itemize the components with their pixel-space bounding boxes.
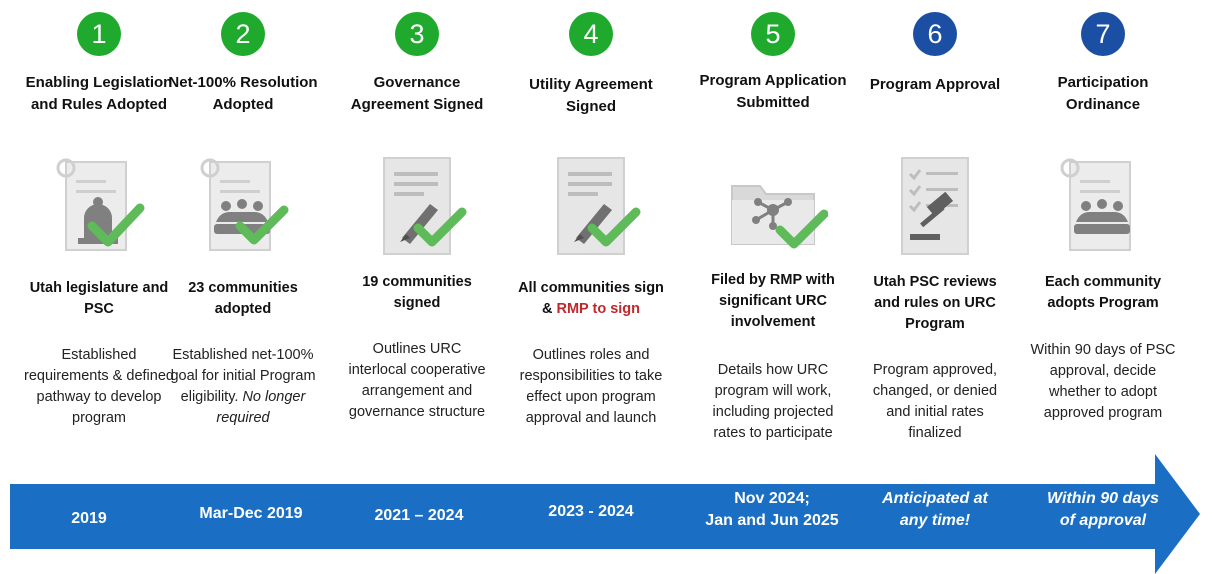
step-1-description: Established requirements & defined pathw… [24, 347, 174, 426]
step-1-title: Enabling Legislation and Rules Adopted [25, 74, 173, 113]
document-pen-check-icon [536, 150, 646, 260]
step-5-date: Nov 2024; Jan and Jun 2025 [682, 488, 862, 532]
step-2-title: Net-100% Resolution Adopted [168, 74, 318, 113]
step-6-summary: Utah PSC reviews and rules on URC Progra… [873, 274, 997, 332]
step-1-summary: Utah legislature and PSC [29, 280, 169, 317]
timeline-arrow-shape [10, 454, 1200, 574]
step-7-summary: Each community adopts Program [1044, 274, 1162, 311]
step-4-summary-highlight: RMP to sign [556, 301, 641, 317]
step-5-date-line1: Nov 2024; [734, 490, 810, 507]
step-4-description: Outlines roles and responsibilities to t… [519, 347, 663, 426]
step-7-date-line2: of approval [1059, 512, 1147, 529]
step-6: 6 Program Approval Utah PSC reviews and … [860, 0, 1010, 480]
step-7-number-badge: 7 [1081, 12, 1125, 56]
step-6-date-line2: any time! [899, 512, 971, 529]
step-4-date: 2023 - 2024 [548, 503, 634, 520]
step-5-number-badge: 5 [751, 12, 795, 56]
step-3-summary: 19 communities signed [362, 274, 472, 311]
step-2-description: Established net-100% goal for initial Pr… [168, 345, 318, 429]
step-6-date: Anticipated at any time! [860, 488, 1010, 532]
step-5: 5 Program Application Submitted Filed by… [698, 0, 848, 480]
step-7-description: Within 90 days of PSC approval, decide w… [1030, 342, 1176, 421]
step-2-description-note: No longer required [216, 389, 306, 426]
step-1-date: 2019 [71, 510, 107, 527]
step-7: 7 Participation Ordinance Each community… [1028, 0, 1178, 480]
step-7-date-line1: Within 90 days [1047, 490, 1159, 507]
step-5-summary: Filed by RMP with significant URC involv… [711, 272, 835, 330]
step-6-title: Program Approval [869, 76, 1001, 93]
step-3-title: Governance Agreement Signed [350, 74, 484, 113]
step-5-title: Program Application Submitted [699, 72, 847, 111]
step-2: 2 Net-100% Resolution Adopted 23 communi… [168, 0, 318, 480]
step-6-number-badge: 6 [913, 12, 957, 56]
step-4: 4 Utility Agreement Signed All communiti… [516, 0, 666, 480]
step-4-summary: All communities sign & RMP to sign [516, 278, 666, 320]
scroll-meeting-icon [1048, 150, 1158, 260]
step-4-number-badge: 4 [569, 12, 613, 56]
step-7-title: Participation Ordinance [1057, 74, 1149, 113]
step-1: 1 Enabling Legislation and Rules Adopted… [24, 0, 174, 480]
step-4-summary-main: All communities sign & [518, 280, 664, 317]
step-3-date: 2021 – 2024 [374, 507, 464, 524]
step-2-date: Mar-Dec 2019 [199, 505, 303, 522]
step-1-number-badge: 1 [77, 12, 121, 56]
scroll-bell-check-icon [44, 150, 154, 260]
step-4-title: Utility Agreement Signed [529, 76, 653, 115]
step-6-date-line1: Anticipated at [882, 490, 988, 507]
step-7-date: Within 90 days of approval [1028, 488, 1178, 532]
step-2-number-badge: 2 [221, 12, 265, 56]
step-2-description-main: Established net-100% goal for initial Pr… [170, 347, 316, 405]
step-3-number-badge: 3 [395, 12, 439, 56]
step-3-description: Outlines URC interlocal cooperative arra… [348, 341, 486, 420]
step-5-date-line2: Jan and Jun 2025 [705, 512, 839, 529]
checklist-gavel-icon [880, 150, 990, 260]
scroll-meeting-check-icon [188, 150, 298, 260]
step-3: 3 Governance Agreement Signed 19 communi… [342, 0, 492, 480]
step-5-description: Details how URC program will work, inclu… [712, 362, 834, 441]
document-pen-check-icon [362, 150, 472, 260]
timeline-arrow [10, 454, 1200, 574]
step-6-description: Program approved, changed, or denied and… [872, 362, 998, 441]
step-2-summary: 23 communities adopted [188, 280, 298, 317]
folder-network-check-icon [718, 150, 828, 260]
